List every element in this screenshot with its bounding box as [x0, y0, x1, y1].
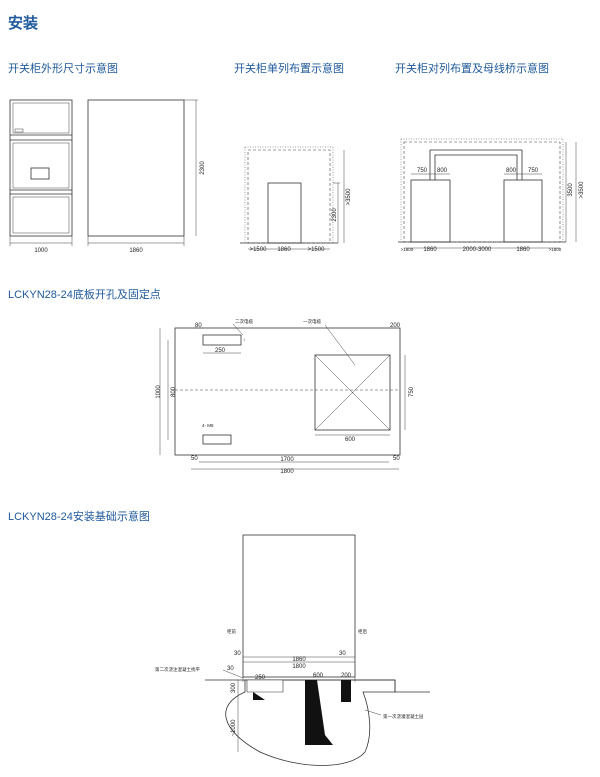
front-view [9, 99, 73, 246]
fix-point-br: + [390, 438, 394, 445]
primary-cable-hole [314, 354, 391, 431]
cabinet-left [410, 179, 451, 243]
cabinet-outline [242, 534, 356, 678]
rear-trench [341, 680, 351, 702]
fix-point-tl: + [182, 330, 186, 337]
label-cab-front: 柜前 [227, 628, 236, 635]
double-row-diagram: 750 800 800 750 >1800 1860 2000-3000 186… [398, 138, 585, 253]
base-plate-diagram: 80 二次电缆 ↕ 250 一次电缆 200 600 + + + + 4- M8… [156, 318, 415, 475]
dim-room-height: >3500 [346, 188, 352, 206]
dim-h-gt3500: >3500 [579, 181, 585, 199]
dim-50-left: 50 [191, 456, 198, 462]
heading-foundation: LCKYN28-24安装基础示意图 [8, 511, 150, 523]
heading-outline: 开关柜外形尺寸示意图 [8, 63, 118, 75]
room-walls [240, 146, 338, 244]
dim-1000: ~1000 [231, 719, 237, 737]
fix-point-bl: + [182, 438, 186, 445]
heading-base-plate: LCKYN28-24底板开孔及固定点 [8, 289, 161, 301]
dim-30-right: 30 [339, 651, 346, 657]
dim-250: 250 [215, 348, 226, 354]
dim-600: 600 [345, 437, 356, 443]
foundation-diagram: 柜前 柜后 30 30 1860 1800 第二次浇注混凝土找平 30 250 … [155, 534, 430, 766]
dim-h3500: 3500 [568, 183, 574, 197]
dim-1700: 1700 [280, 457, 294, 463]
heading-single-row: 开关柜单列布置示意图 [234, 63, 344, 75]
dim-h750: 750 [409, 386, 415, 397]
secondary-cable-label: 二次电缆 [235, 318, 253, 325]
dim-depth-side: 1860 [129, 248, 143, 254]
primary-cable-label: 一次电缆 [303, 318, 321, 325]
bus-bridge [429, 149, 523, 180]
dim-250: 250 [255, 675, 266, 681]
heading-double-row: 开关柜对列布置及母线桥示意图 [395, 63, 549, 75]
single-row-diagram: >1500 1860 >1500 2300 >3500 [240, 146, 352, 253]
dim-h800: 800 [171, 386, 177, 397]
dim-600: 600 [313, 673, 324, 679]
plate-outline [174, 327, 401, 456]
dim-800-right: 800 [506, 168, 517, 174]
dim-height: 2300 [200, 161, 206, 175]
dim-right-clear: >1500 [308, 247, 326, 253]
cabinet-right [503, 179, 543, 243]
dim-right-clear: >1800 [549, 247, 562, 252]
fix-point-tr: + [390, 342, 394, 349]
dim-80: 80 [195, 323, 202, 329]
bolt-hole [202, 434, 232, 445]
dim-left-clear: >1500 [250, 247, 268, 253]
dim-h1000: 1000 [156, 385, 162, 399]
secondary-cable-hole [202, 334, 242, 346]
dim-750-right: 750 [528, 168, 539, 174]
cabinet-box [267, 182, 302, 244]
side-view [87, 99, 198, 246]
room-walls [398, 138, 566, 243]
dim-depth-a: 1860 [423, 247, 437, 253]
dim-aisle: 2000-3000 [463, 247, 492, 253]
dim-200: 200 [390, 323, 401, 329]
concrete-body [225, 679, 396, 766]
dim-800-left: 800 [437, 168, 448, 174]
dim-300: 300 [231, 682, 237, 693]
dim-depth-b: 1860 [516, 247, 530, 253]
bolt-label: 4- M8 [202, 423, 214, 428]
dim-depth: 1860 [277, 247, 291, 253]
outline-diagram: 1000 1860 2300 [9, 99, 206, 254]
dim-left-clear: >1800 [401, 247, 414, 252]
svg-text:↕: ↕ [243, 337, 245, 342]
dim-50-right: 50 [393, 456, 400, 462]
primary-cable-trench [305, 680, 333, 745]
label-second-pour: 第二次浇注混凝土找平 [155, 666, 200, 673]
dim-width-front: 1000 [34, 248, 48, 254]
label-first-pour: 第一次浇灌混凝土层 [383, 713, 424, 720]
label-cab-rear: 柜后 [358, 628, 367, 635]
dim-30-bottom: 30 [227, 666, 234, 672]
page-title: 安装 [8, 15, 39, 32]
dim-750-left: 750 [417, 168, 428, 174]
dim-200: 200 [341, 673, 352, 679]
dim-cab-height: 2300 [332, 208, 338, 222]
dim-1800: 1800 [292, 664, 306, 670]
secondary-cable-trench [253, 692, 265, 700]
dim-30-left: 30 [234, 651, 241, 657]
dim-1800: 1800 [280, 469, 294, 475]
dim-1860: 1860 [292, 657, 306, 663]
